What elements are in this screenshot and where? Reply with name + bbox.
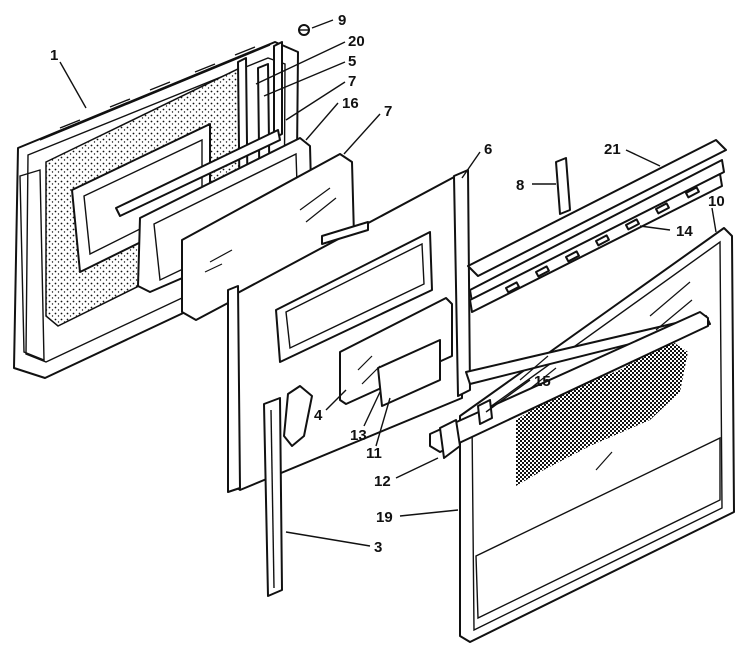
callout-3: 3: [374, 539, 382, 556]
latch-bracket: [555, 157, 571, 215]
callout-20: 20: [348, 33, 365, 50]
callout-9: 9: [338, 12, 346, 29]
door-liner-panel: [227, 169, 471, 493]
window-trim: [339, 297, 453, 407]
slotted-vent-strip: [469, 173, 723, 313]
callout-14: 14: [676, 223, 693, 240]
callout-11: 11: [366, 445, 382, 462]
callout-16: 16: [342, 95, 359, 112]
callout-19: 19: [376, 509, 393, 526]
callout-6: 6: [484, 141, 492, 158]
callout-21: 21: [604, 141, 621, 158]
callout-8: 8: [516, 177, 524, 194]
callout-7-upper: 7: [348, 73, 356, 90]
callout-1: 1: [50, 47, 58, 64]
callout-labels: 1 3 4 5 6 7 7 8 9 10 11 12 13 14 15 16 1…: [50, 12, 725, 556]
door-handle: [429, 311, 709, 459]
callout-15: 15: [534, 373, 551, 390]
leader-lines: [59, 19, 717, 547]
screw-icon: [298, 24, 310, 36]
callout-13: 13: [350, 427, 367, 444]
callout-4: 4: [314, 407, 323, 424]
callout-7-lower: 7: [384, 103, 392, 120]
callout-12: 12: [374, 473, 391, 490]
callout-5: 5: [348, 53, 356, 70]
callout-10: 10: [708, 193, 725, 210]
top-vent-trim: [467, 139, 727, 303]
hinge-strip: [263, 397, 283, 597]
small-bracket: [283, 385, 313, 447]
